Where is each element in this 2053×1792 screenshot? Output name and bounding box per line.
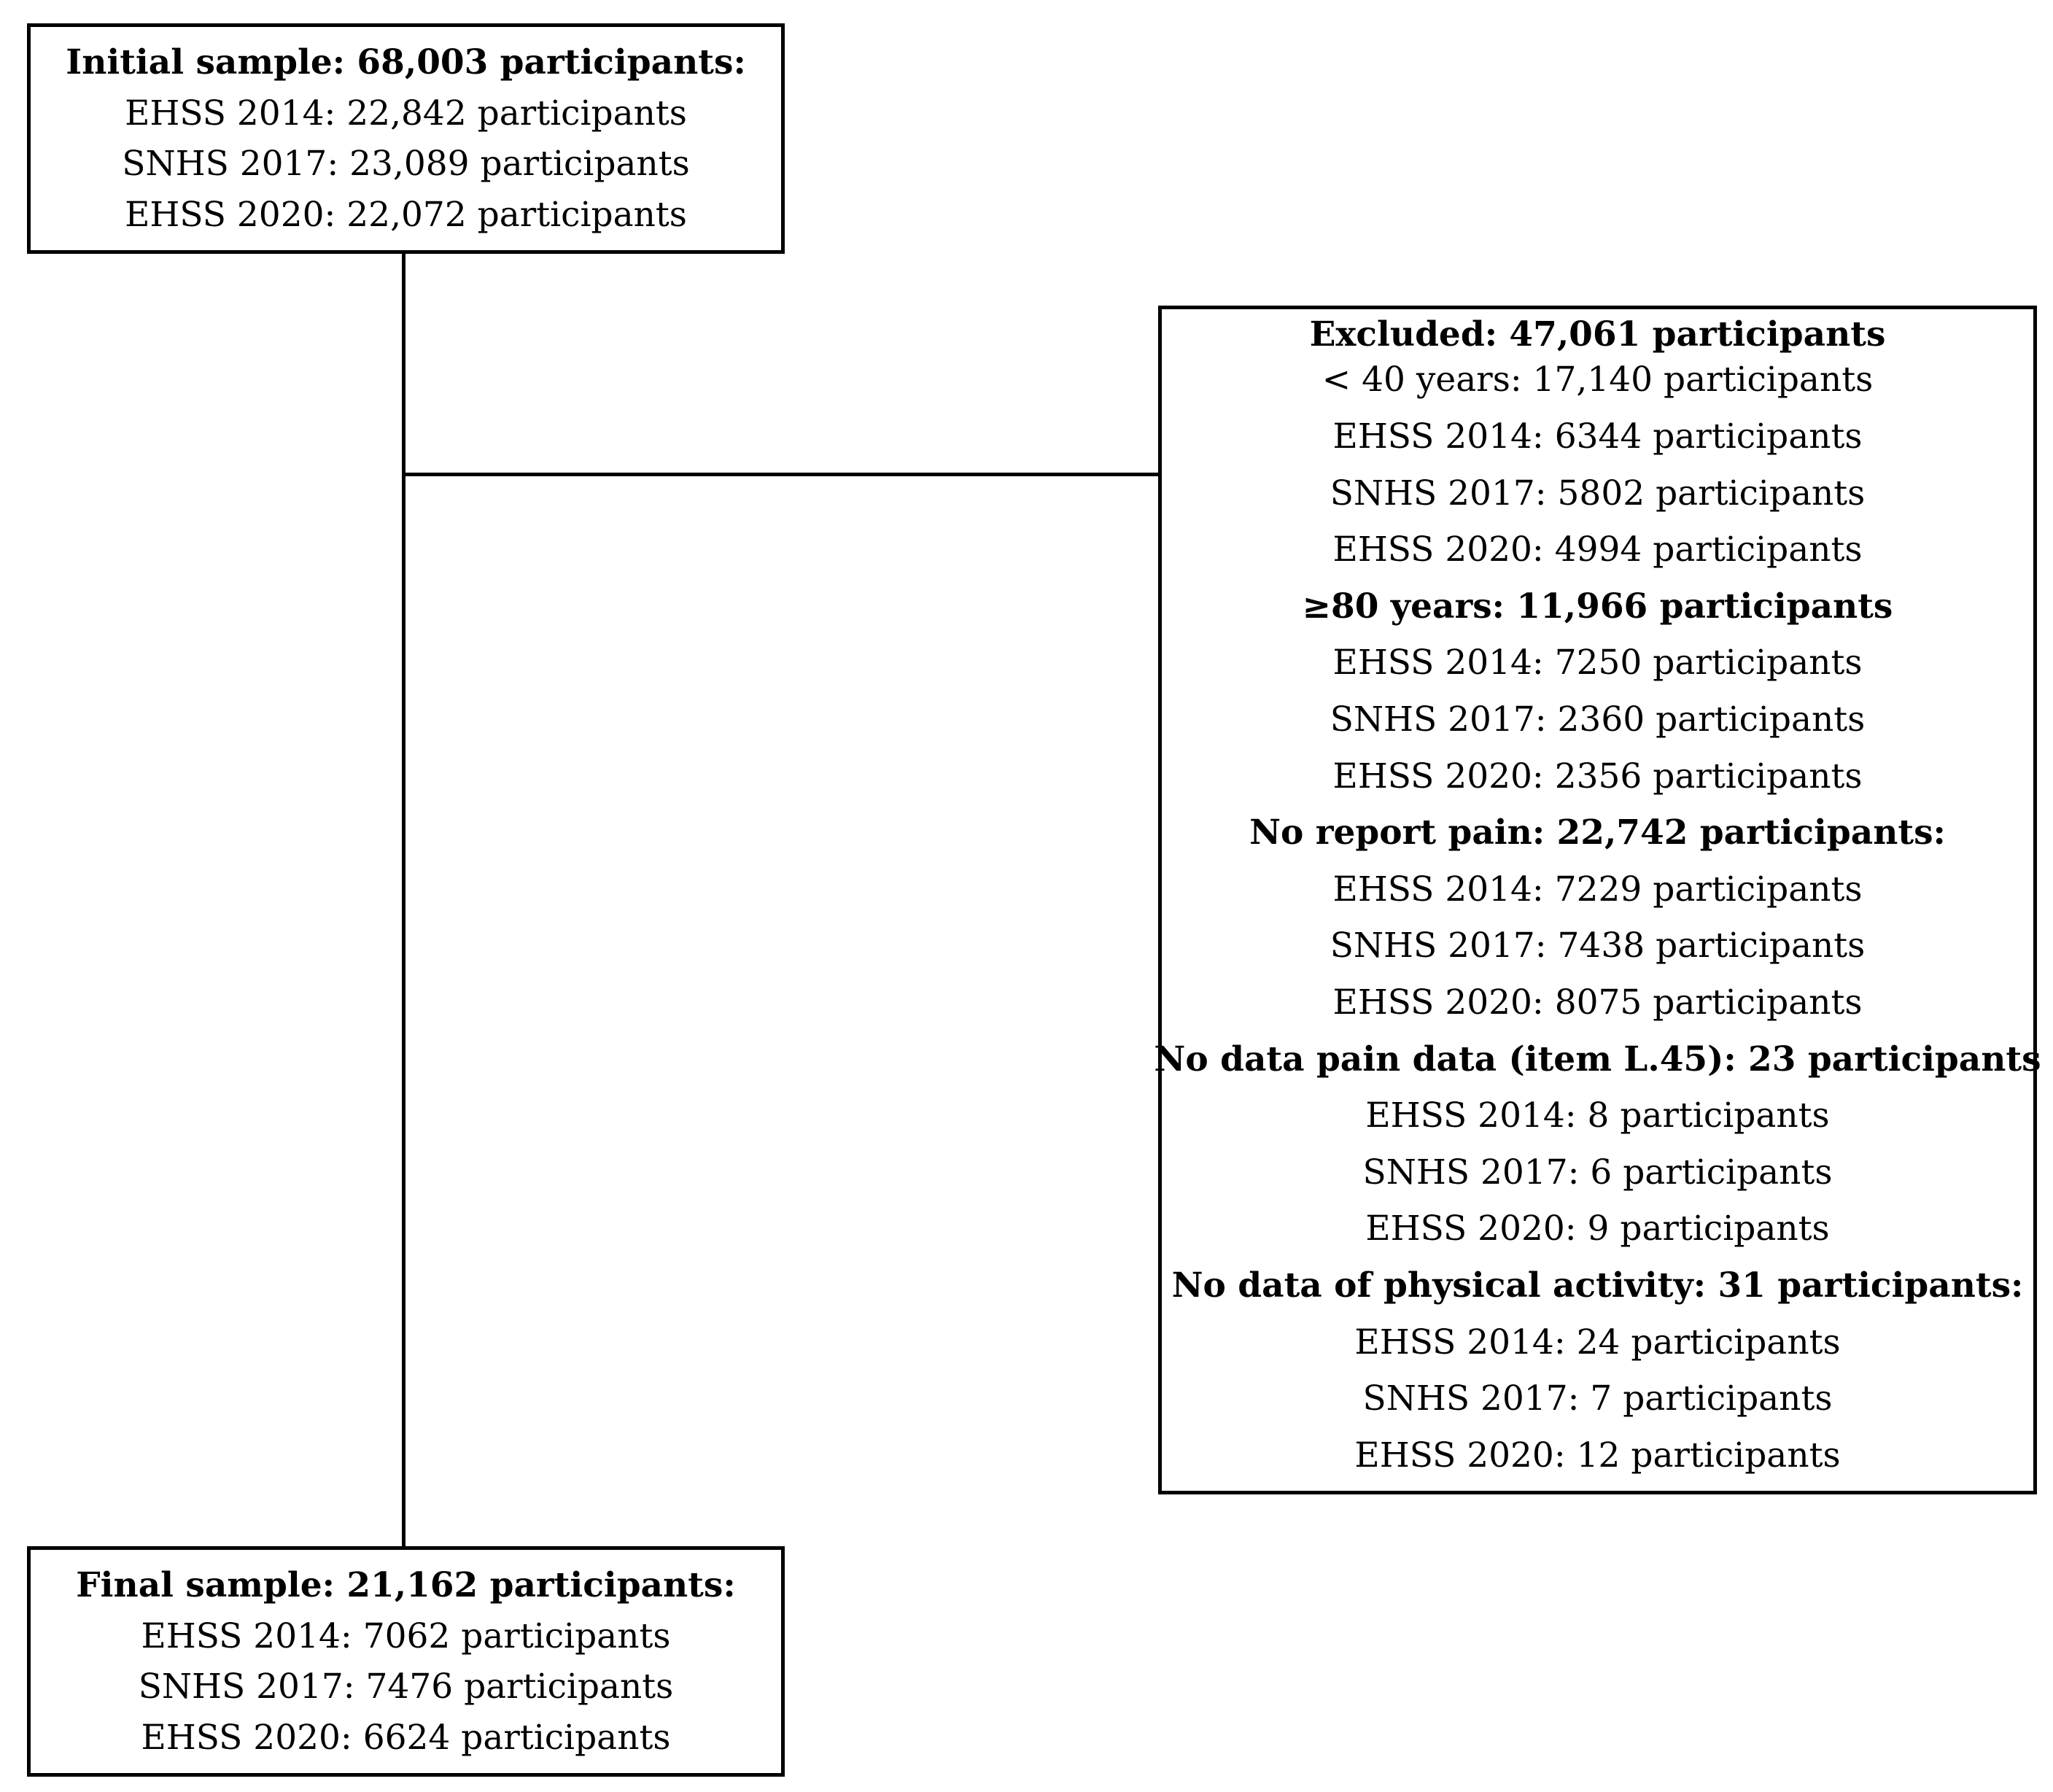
initial-sample-box: Initial sample: 68,003 participants: EHS…: [27, 23, 785, 254]
excluded-line: SNHS 2017: 7 participants: [1362, 1378, 1833, 1419]
excluded-subheading: No data of physical activity: 31 partici…: [1171, 1265, 2024, 1306]
final-sample-heading: Final sample: 21,162 participants:: [76, 1565, 736, 1606]
final-sample-line-snhs-2017: SNHS 2017: 7476 participants: [138, 1667, 674, 1707]
excluded-line: EHSS 2020: 2356 participants: [1332, 756, 1863, 796]
excluded-subheading: ≥80 years: 11,966 participants: [1302, 586, 1893, 627]
excluded-line: EHSS 2020: 4994 participants: [1332, 530, 1863, 570]
final-sample-box: Final sample: 21,162 participants: EHSS …: [27, 1546, 785, 1777]
exclusion-branch-line: [402, 473, 1160, 476]
excluded-box: Excluded: 47,061 participants < 40 years…: [1154, 306, 2041, 1494]
excluded-line: EHSS 2014: 24 participants: [1354, 1322, 1841, 1362]
excluded-line: SNHS 2017: 5802 participants: [1330, 473, 1866, 513]
final-sample-line-ehss-2014: EHSS 2014: 7062 participants: [141, 1615, 671, 1656]
initial-sample-line-snhs-2017: SNHS 2017: 23,089 participants: [122, 144, 690, 185]
excluded-line: EHSS 2014: 6344 participants: [1332, 416, 1863, 457]
excluded-line: EHSS 2014: 7250 participants: [1332, 643, 1863, 683]
excluded-subheading: No data pain data (item L.45): 23 partic…: [1154, 1039, 2041, 1079]
excluded-line: EHSS 2020: 9 participants: [1365, 1209, 1830, 1249]
excluded-heading: Excluded: 47,061 participants: [1309, 314, 1886, 354]
excluded-line: SNHS 2017: 6 participants: [1362, 1152, 1833, 1192]
excluded-line: < 40 years: 17,140 participants: [1322, 360, 1874, 400]
excluded-line: EHSS 2014: 8 participants: [1365, 1095, 1830, 1136]
initial-sample-heading: Initial sample: 68,003 participants:: [66, 42, 746, 83]
final-sample-line-ehss-2020: EHSS 2020: 6624 participants: [141, 1717, 671, 1758]
excluded-subheading: No report pain: 22,742 participants:: [1249, 812, 1946, 853]
initial-sample-line-ehss-2014: EHSS 2014: 22,842 participants: [125, 93, 687, 133]
excluded-line: EHSS 2020: 8075 participants: [1332, 982, 1863, 1023]
excluded-line: SNHS 2017: 7438 participants: [1330, 926, 1866, 966]
excluded-line: EHSS 2020: 12 participants: [1354, 1435, 1841, 1475]
vertical-connector-line: [402, 252, 405, 1548]
initial-sample-line-ehss-2020: EHSS 2020: 22,072 participants: [125, 194, 687, 235]
excluded-line: EHSS 2014: 7229 participants: [1332, 869, 1863, 909]
excluded-line: SNHS 2017: 2360 participants: [1330, 699, 1866, 740]
